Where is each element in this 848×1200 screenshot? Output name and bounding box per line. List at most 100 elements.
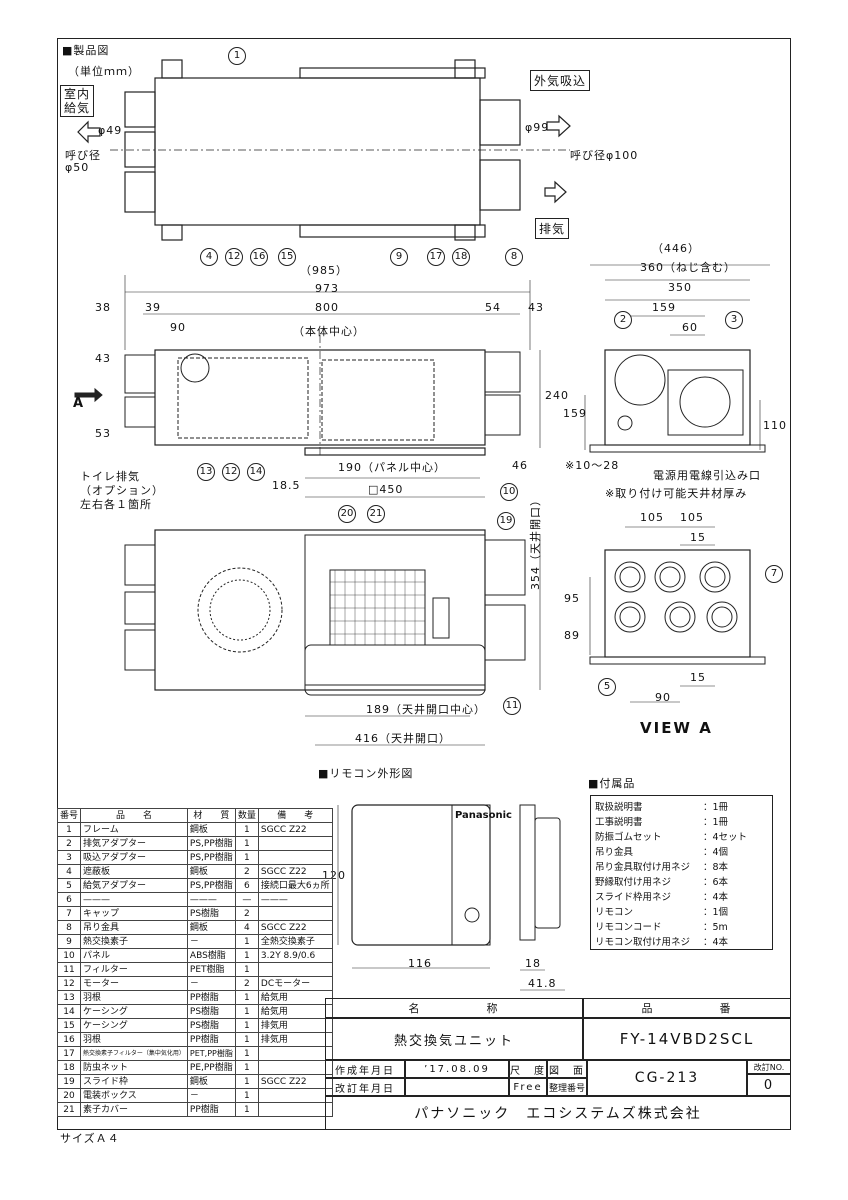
part-name: 吊り金具 [80, 920, 188, 935]
col-name: 品 名 [80, 808, 188, 823]
dim-159-top: 159 [652, 301, 676, 314]
part-qty: 1 [234, 1102, 259, 1117]
accessories-list: 取扱説明書：1冊工事説明書：1冊防振ゴムセット：4セット吊り金具：4個吊り金具取… [590, 795, 773, 950]
dim-15-top: 15 [690, 531, 706, 544]
dim-18: 18 [525, 957, 541, 970]
remote-drawing [337, 804, 565, 991]
col-material: 材 質 [186, 808, 236, 823]
balloon: 12 [222, 463, 240, 481]
nominal-100-label: 呼び径φ100 [570, 149, 639, 162]
dim-54: 54 [485, 301, 501, 314]
accessory-qty: ：1冊 [703, 802, 729, 813]
part-remarks [257, 1060, 333, 1075]
accessory-name: 防振ゴムセット [595, 832, 662, 843]
part-name: ——— [80, 892, 188, 907]
dim-39: 39 [145, 301, 161, 314]
accessory-qty: ：5m [703, 922, 728, 933]
dim-105-left: 105 [640, 511, 664, 524]
part-no: 14 [56, 1004, 82, 1019]
part-qty: 1 [234, 990, 259, 1005]
part-no: 15 [56, 1018, 82, 1033]
part-no: 19 [56, 1074, 82, 1089]
part-remarks: 排気用 [257, 1018, 333, 1033]
balloon: 9 [390, 248, 408, 266]
balloon: 3 [725, 311, 743, 329]
accessory-qty: ：6本 [703, 877, 729, 888]
part-qty: 1 [234, 962, 259, 977]
part-qty: 4 [234, 920, 259, 935]
part-no: 7 [56, 906, 82, 921]
part-material: PS,PP樹脂 [186, 878, 236, 893]
part-no: 18 [56, 1060, 82, 1075]
accessory-name: リモコンコード [595, 922, 662, 933]
ceiling-note: ※取り付け可能天井材厚み [605, 487, 748, 500]
accessory-qty: ：4セット [703, 832, 748, 843]
accessory-qty: ：8本 [703, 862, 729, 873]
part-no: 20 [56, 1088, 82, 1103]
part-remarks: SGCC Z22 [257, 920, 333, 935]
drawing-label: 図 面 [547, 1060, 587, 1078]
accessories-title: ■付属品 [588, 777, 636, 790]
part-qty: 6 [234, 878, 259, 893]
accessory-qty: ：4本 [703, 892, 729, 903]
list-item: リモコン：1個 [591, 905, 772, 920]
exhaust-label: 排気 [535, 218, 570, 239]
product-drawing-title: ■製品図 [62, 44, 110, 57]
accessory-qty: ：1冊 [703, 817, 729, 828]
dim-973: 973 [315, 282, 339, 295]
part-remarks: 全熱交換素子 [257, 934, 333, 949]
part-qty: 1 [234, 1032, 259, 1047]
list-item: リモコンコード ：5m [591, 920, 772, 935]
balloon: 7 [765, 565, 783, 583]
balloon: 1 [228, 47, 246, 65]
part-no: 21 [56, 1102, 82, 1117]
company-name: パナソニック エコシステムズ株式会社 [325, 1096, 791, 1130]
dim-360: 360（ねじ含む） [640, 261, 736, 274]
part-material: ——— [186, 892, 236, 907]
col-remarks: 備 考 [257, 808, 333, 823]
balloon: 13 [197, 463, 215, 481]
dim-43-right: 43 [528, 301, 544, 314]
part-material: 鋼板 [186, 1074, 236, 1089]
product-name: 熱交換気ユニット [325, 1018, 583, 1060]
remote-brand: Panasonic [455, 810, 512, 821]
part-material: PS,PP樹脂 [186, 850, 236, 865]
part-material: PP樹脂 [186, 1102, 236, 1117]
dim-89: 89 [564, 629, 580, 642]
balloon: 11 [503, 697, 521, 715]
part-no: 11 [56, 962, 82, 977]
dim-53: 53 [95, 427, 111, 440]
view-a-title: VIEW A [640, 719, 713, 737]
accessory-name: スライド枠用ネジ [595, 892, 672, 903]
part-no: 16 [56, 1032, 82, 1047]
part-name: フィルター [80, 962, 188, 977]
drawing-number: CG-213 [587, 1060, 747, 1096]
created-date: ’17.08.09 [405, 1060, 509, 1078]
accessory-name: 野縁取付け用ネジ [595, 877, 672, 888]
part-name: ケーシング [80, 1018, 188, 1033]
part-no: 3 [56, 850, 82, 865]
list-item: 工事説明書：1冊 [591, 815, 772, 830]
created-label: 作成年月日 [325, 1060, 405, 1078]
dim-46: 46 [512, 459, 528, 472]
part-name: 熱交換素子 [80, 934, 188, 949]
part-qty: 1 [234, 1060, 259, 1075]
part-remarks: SGCC Z22 [257, 1074, 333, 1089]
dim-95: 95 [564, 592, 580, 605]
part-name: ケーシング [80, 1004, 188, 1019]
dim-446: （446） [652, 242, 700, 255]
part-qty: 2 [234, 864, 259, 879]
list-item: 野縁取付け用ネジ ：6本 [591, 875, 772, 890]
revised-date [405, 1078, 509, 1096]
part-no: 5 [56, 878, 82, 893]
part-material: ABS樹脂 [186, 948, 236, 963]
part-name: キャップ [80, 906, 188, 921]
